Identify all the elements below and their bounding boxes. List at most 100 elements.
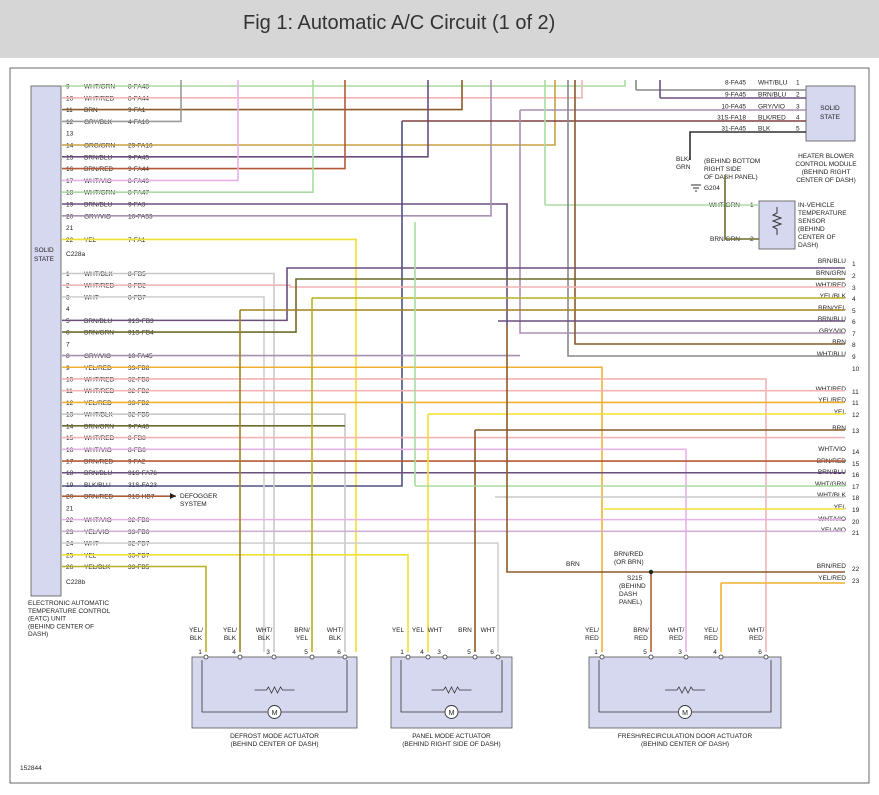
eatc-pin-number: 20: [66, 213, 74, 220]
right-connector-wire: YEL/VIO: [821, 527, 846, 534]
wire: [62, 121, 403, 487]
right-connector-wire: BRN/GRN: [816, 270, 846, 277]
actuator-pin-terminal: [342, 654, 348, 660]
right-connector-wire: WHT/VIO: [818, 446, 846, 453]
eatc-pin-number: 15: [66, 435, 74, 442]
actuator-pin-number: 3: [678, 649, 682, 656]
eatc-pin-wire: WHT: [84, 541, 99, 548]
eatc-pin-wire: BRN/BLU: [84, 470, 112, 477]
eatc-pin-wire: GRY/VIO: [84, 353, 111, 360]
motor-icon: [678, 705, 692, 719]
actuator-pin-number: 1: [400, 649, 404, 656]
eatc-pin-circuit: 33-FB7: [128, 552, 150, 559]
wire: [519, 110, 845, 334]
eatc-wire-b25: [62, 553, 409, 652]
defogger-label: DEFOGGER: [180, 493, 218, 500]
right-connector-pin: 3: [852, 285, 856, 292]
eatc-pin-number: 10: [66, 95, 74, 102]
eatc-pin-circuit: 33-FB2: [128, 400, 150, 407]
eatc-unit-label: DASH): [28, 631, 48, 638]
eatc-pin-circuit: 91S-FB3: [128, 318, 154, 325]
eatc-pin-wire: WHT/VIO: [84, 517, 112, 524]
eatc-pin-circuit: 33-FB5: [128, 564, 150, 571]
right-connector-pin: 8: [852, 342, 856, 349]
eatc-wire-b9: [62, 366, 603, 652]
eatc-pin-number: 21: [66, 225, 74, 232]
eatc-pin-number: 16: [66, 447, 74, 454]
eatc-pin-wire: WHT/RED: [84, 388, 115, 395]
eatc-pin-number: 9: [66, 365, 70, 372]
eatc-pin-circuit: 4-FA10: [128, 119, 149, 126]
eatc-pin-circuit: 32-FB7: [128, 541, 150, 548]
ground-wire-label: BLK/: [676, 156, 690, 163]
eatc-pin-number: 5: [66, 318, 70, 325]
eatc-pin-wire: WHT/GRN: [84, 84, 115, 91]
actuator-pin-terminal: [405, 654, 411, 660]
actuator-internal-wiring: [201, 660, 348, 713]
right-connector-wire: BRN/BLU: [818, 316, 846, 323]
eatc-pin-number: 25: [66, 552, 74, 559]
motor-icon: [444, 705, 459, 719]
eatc-pin-circuit: 10-FA53: [128, 213, 153, 220]
actuator-pin-terminal: [237, 654, 243, 660]
eatc-wire-16: [62, 80, 346, 170]
right-connector-wire: BRN: [832, 425, 846, 432]
actuator-title: DEFROST MODE ACTUATOR: [230, 733, 319, 740]
right-connector-wire: YEL/BLK: [820, 293, 847, 300]
ground-location-label: OF DASH PANEL): [704, 174, 758, 181]
right-connector-pin: 21: [852, 530, 860, 537]
invehicle-sensor-label: TEMPERATURE: [798, 210, 847, 217]
right-connector-pin: 6: [852, 319, 856, 326]
eatc-pin-wire: BRN/BLU: [84, 318, 112, 325]
actuator-pin-wire: BLK: [190, 635, 203, 642]
eatc-wire-19: [62, 203, 508, 325]
eatc-pin-wire: ORG/GRN: [84, 143, 115, 150]
eatc-wire-17: [62, 80, 239, 182]
eatc-pin-number: 14: [66, 423, 74, 430]
eatc-pin-circuit: 8-FA48: [128, 84, 149, 91]
right-connector-pin: 4: [852, 296, 856, 303]
actuator-pin-wire: BLK: [258, 635, 271, 642]
actuator-pin-number: 6: [758, 649, 762, 656]
eatc-pin-number: 12: [66, 400, 74, 407]
eatc-pin-wire: YEL/RED: [84, 400, 112, 407]
eatc-pin-wire: BRN/GRN: [84, 330, 114, 337]
right-connector-pin: 22: [852, 566, 860, 573]
actuator-pin-number: 5: [643, 649, 647, 656]
heater-module-label: (BEHIND RIGHT: [802, 169, 851, 176]
actuator-pin-wire: RED: [669, 635, 683, 642]
eatc-pin-circuit: 91S-FB4: [128, 330, 154, 337]
heater-pin-circuit: 31S-FA18: [717, 115, 746, 122]
actuator-pin-number: 5: [304, 649, 308, 656]
eatc-unit-label: TEMPERATURE CONTROL: [28, 608, 111, 615]
actuator-pin-wire: BRN/: [294, 627, 310, 634]
eatc-pin-number: 9: [66, 84, 70, 91]
eatc-pin-circuit: 8-FB2: [128, 283, 146, 290]
heater-pin-number: 2: [796, 92, 800, 99]
eatc-pin-number: 4: [66, 306, 70, 313]
right-connector-wire: WHT/BLU: [817, 351, 847, 358]
eatc-wire-18: [62, 80, 314, 193]
eatc-pin-number: 8: [66, 353, 70, 360]
eatc-pin-number: 3: [66, 294, 70, 301]
eatc-pin-circuit: 9-FA1: [128, 107, 146, 114]
actuator-pin-terminal: [271, 654, 277, 660]
eatc-wire-b5: [62, 267, 845, 322]
eatc-pin-number: 1: [66, 271, 70, 278]
defogger-label: SYSTEM: [180, 501, 207, 508]
eatc-wire-b3: [62, 296, 265, 652]
actuator-pin-number: 3: [437, 649, 441, 656]
eatc-pin-circuit: 8-FA44: [128, 95, 149, 102]
heater-pin-circuit: 8-FA45: [725, 80, 746, 87]
eatc-pin-number: 20: [66, 494, 74, 501]
actuator-pin-wire: BRN/: [633, 627, 649, 634]
eatc-solid-state-label: SOLID: [34, 247, 54, 254]
eatc-pin-wire: WHT/BLK: [84, 412, 114, 419]
eatc-pin-number: 22: [66, 517, 74, 524]
eatc-pin-number: 23: [66, 529, 74, 536]
eatc-pin-number: 7: [66, 341, 70, 348]
splice-brn-label: BRN: [566, 561, 580, 568]
eatc-wire-22: [62, 238, 357, 652]
actuator-pin-wire: YEL: [392, 627, 405, 634]
eatc-pin-circuit: 91S-FA76: [128, 470, 157, 477]
